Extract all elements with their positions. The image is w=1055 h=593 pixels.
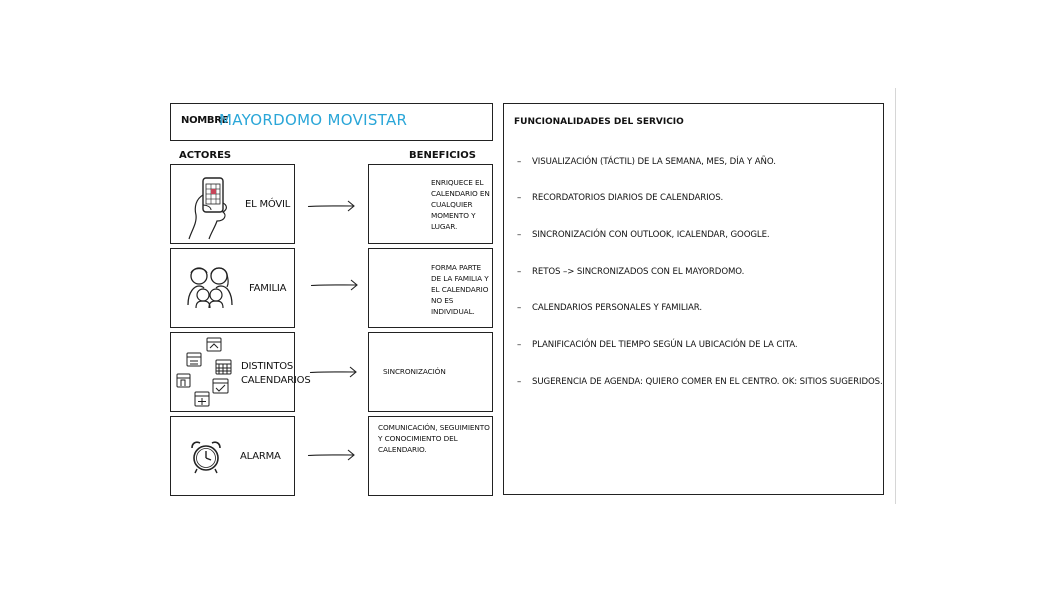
benefit-box-alarma: Comunicación, seguimiento y conocimiento… <box>368 416 493 496</box>
phone-hand-icon <box>188 177 227 240</box>
service-name: Mayordomo Movistar <box>219 111 408 129</box>
benefit-box-familia: Forma parte de la familia y el calendari… <box>368 248 493 328</box>
benefit-text: Forma parte de la familia y el calendari… <box>431 263 489 316</box>
benefits-heading: Beneficios <box>409 150 476 161</box>
name-box: Nombre Mayordomo Movistar <box>170 103 493 141</box>
canvas-edge-line <box>895 88 896 504</box>
benefit-text: Comunicación, seguimiento y conocimiento… <box>378 423 490 454</box>
actor-label: Distintos calendarios <box>241 361 311 386</box>
arrow-icon <box>309 366 357 378</box>
benefit-text: Sincronización <box>383 367 446 376</box>
benefit-box-calendarios: Sincronización <box>368 332 493 412</box>
actor-box-movil: El móvil <box>170 164 295 244</box>
benefit-box-movil: Enriquece el calendario en cualquier mom… <box>368 164 493 244</box>
function-item: –Calendarios personales y familiar. <box>517 303 703 313</box>
actor-label: Familia <box>249 283 287 294</box>
name-label: Nombre <box>181 115 229 126</box>
family-icon <box>187 267 233 309</box>
actor-label: Alarma <box>240 451 281 462</box>
function-item: –Sincronización con Outlook, iCalendar, … <box>517 230 770 240</box>
arrow-icon <box>307 449 355 461</box>
functionalities-box: Funcionalidades del servicio –Visualizac… <box>503 103 884 495</box>
function-item: –Retos –> sincronizados con el mayordomo… <box>517 267 745 277</box>
arrow-icon <box>310 279 358 291</box>
arrow-icon <box>307 200 355 212</box>
actor-box-alarma: Alarma <box>170 416 295 496</box>
actor-box-calendarios: Distintos calendarios <box>170 332 311 412</box>
function-item: –Sugerencia de agenda: quiero comer en e… <box>517 377 883 387</box>
functionalities-title: Funcionalidades del servicio <box>514 117 684 127</box>
benefit-text: Enriquece el calendario en cualquier mom… <box>431 178 490 231</box>
actors-heading: Actores <box>179 150 232 161</box>
function-item: –Planificación del tiempo según la ubica… <box>517 340 798 350</box>
actor-box-familia: Familia <box>170 248 295 328</box>
actor-label: El móvil <box>245 199 291 210</box>
calendars-icon <box>176 337 232 407</box>
alarm-clock-icon <box>191 441 221 474</box>
function-item: –Recordatorios diarios de calendarios. <box>517 193 724 203</box>
function-item: –Visualización (táctil) de la semana, me… <box>517 157 776 167</box>
